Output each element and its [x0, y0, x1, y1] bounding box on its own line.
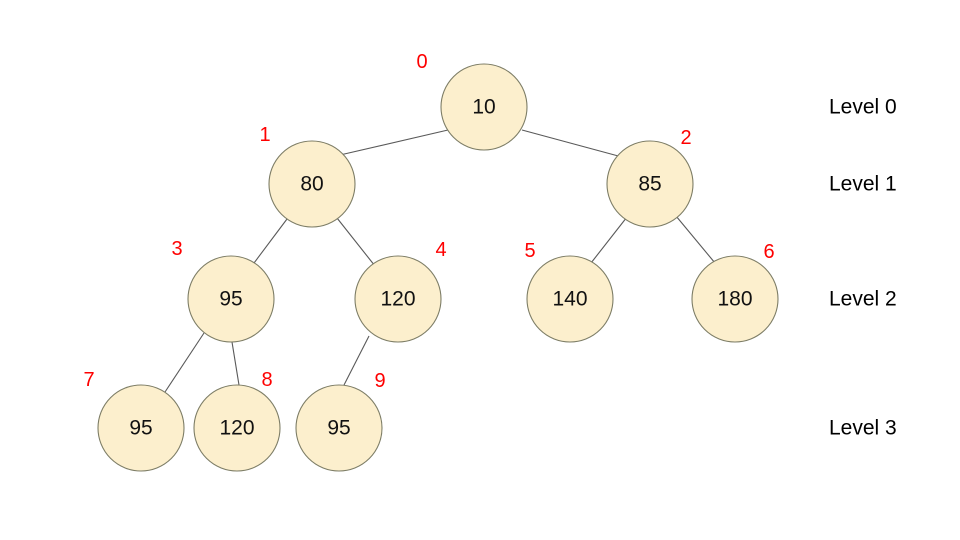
tree-edge-1-4	[336, 217, 376, 267]
tree-node-2[interactable]: 85	[606, 140, 694, 228]
tree-edge-0-1	[339, 129, 449, 156]
node-value-7: 95	[129, 417, 152, 440]
node-circle-2[interactable]	[606, 140, 694, 228]
tree-node-9[interactable]: 95	[295, 384, 383, 472]
node-index-label-9: 9	[374, 370, 385, 392]
tree-edge-1-3	[253, 218, 288, 264]
tree-edge-3-8	[231, 341, 240, 386]
tree-node-8[interactable]: 120	[193, 384, 281, 472]
node-circle-7[interactable]	[97, 384, 185, 472]
node-value-6: 180	[717, 288, 752, 311]
tree-node-4[interactable]: 120	[354, 255, 442, 343]
node-index-label-2: 2	[680, 127, 691, 149]
node-index-label-4: 4	[435, 239, 446, 261]
node-circle-6[interactable]	[691, 255, 779, 343]
node-value-9: 95	[327, 417, 350, 440]
level-label-1: Level 1	[829, 173, 897, 196]
node-circle-9[interactable]	[295, 384, 383, 472]
node-circle-8[interactable]	[193, 384, 281, 472]
node-index-label-5: 5	[524, 240, 535, 262]
tree-node-6[interactable]: 180	[691, 255, 779, 343]
tree-node-3[interactable]: 95	[187, 255, 275, 343]
tree-edge-3-7	[164, 332, 205, 393]
node-circle-0[interactable]	[440, 63, 528, 151]
tree-edge-2-6	[675, 215, 716, 264]
index-labels-group: 0 1 2 3 4 5 6 7 8 9	[83, 51, 774, 392]
tree-node-1[interactable]: 80	[268, 140, 356, 228]
tree-node-7[interactable]: 95	[97, 384, 185, 472]
node-circle-1[interactable]	[268, 140, 356, 228]
tree-edge-0-2	[521, 129, 623, 158]
tree-node-0[interactable]: 10	[440, 63, 528, 151]
node-circle-5[interactable]	[526, 255, 614, 343]
tree-edge-2-5	[590, 216, 628, 264]
tree-edge-4-9	[343, 335, 370, 386]
level-labels-group: Level 0 Level 1 Level 2 Level 3	[829, 96, 897, 440]
level-label-0: Level 0	[829, 96, 897, 119]
level-label-2: Level 2	[829, 288, 897, 311]
tree-node-5[interactable]: 140	[526, 255, 614, 343]
edges-group	[164, 129, 716, 393]
node-circle-4[interactable]	[354, 255, 442, 343]
node-value-4: 120	[380, 288, 415, 311]
node-index-label-8: 8	[261, 369, 272, 391]
node-value-1: 80	[300, 173, 323, 196]
node-index-label-3: 3	[171, 238, 182, 260]
node-index-label-6: 6	[763, 241, 774, 263]
node-circle-3[interactable]	[187, 255, 275, 343]
node-index-label-1: 1	[259, 124, 270, 146]
node-index-label-7: 7	[83, 369, 94, 391]
level-label-3: Level 3	[829, 417, 897, 440]
node-value-0: 10	[472, 96, 495, 119]
node-index-label-0: 0	[416, 51, 427, 73]
node-value-2: 85	[638, 173, 661, 196]
node-value-5: 140	[552, 288, 587, 311]
node-value-8: 120	[219, 417, 254, 440]
node-value-3: 95	[219, 288, 242, 311]
